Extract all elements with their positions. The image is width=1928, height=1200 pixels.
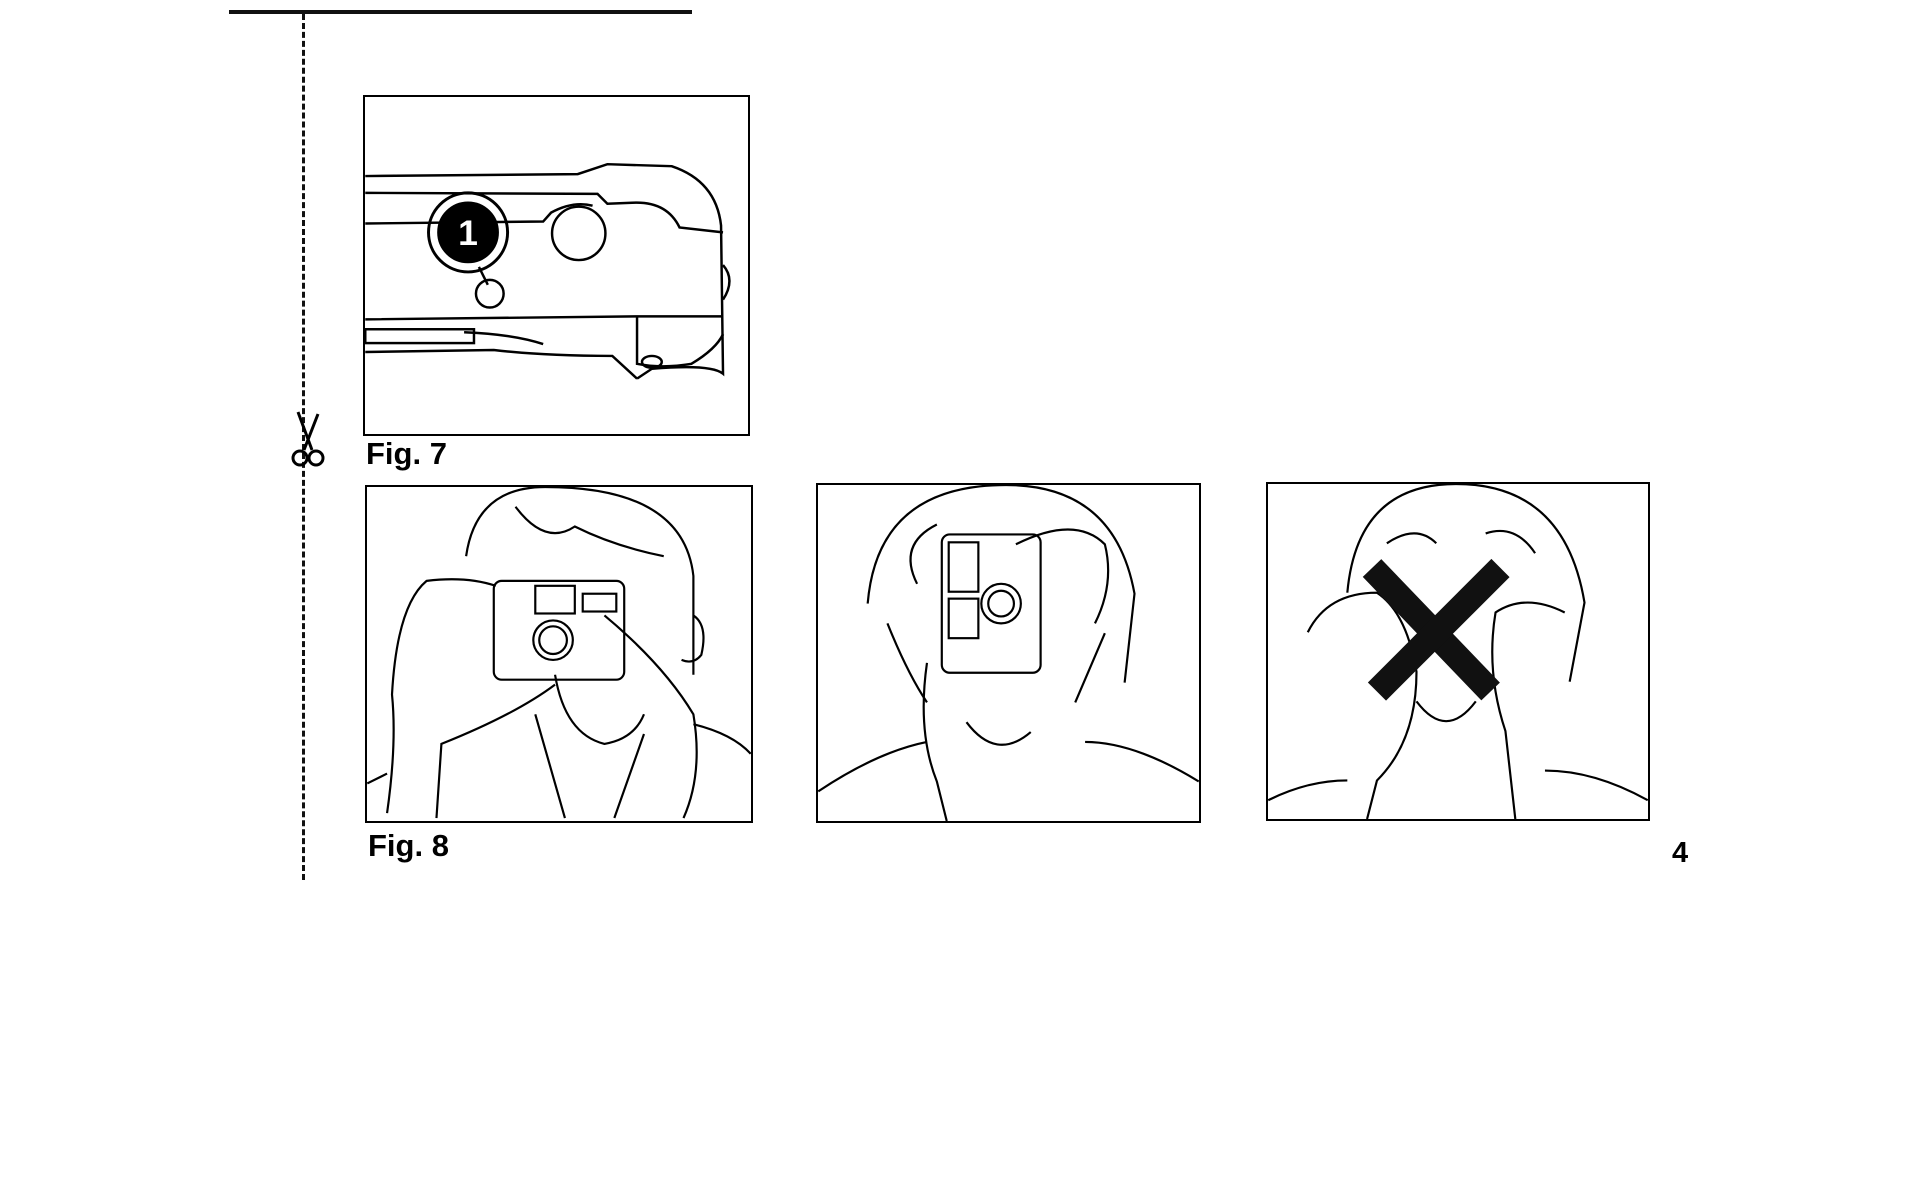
figure-8-incorrect-grip <box>1266 482 1650 821</box>
callout-number: 1 <box>458 213 478 253</box>
scissors-icon <box>284 410 330 470</box>
figure-7-camera-top: 1 <box>363 95 750 436</box>
figure-8-correct-vertical-grip <box>816 483 1201 823</box>
figure-caption: Fig. 8 <box>368 828 449 863</box>
top-rule <box>229 10 692 14</box>
figure-8-correct-horizontal-grip <box>365 485 753 823</box>
cut-line <box>302 14 305 880</box>
page-number: 4 <box>1672 837 1689 869</box>
figure-caption: Fig. 7 <box>366 436 447 471</box>
